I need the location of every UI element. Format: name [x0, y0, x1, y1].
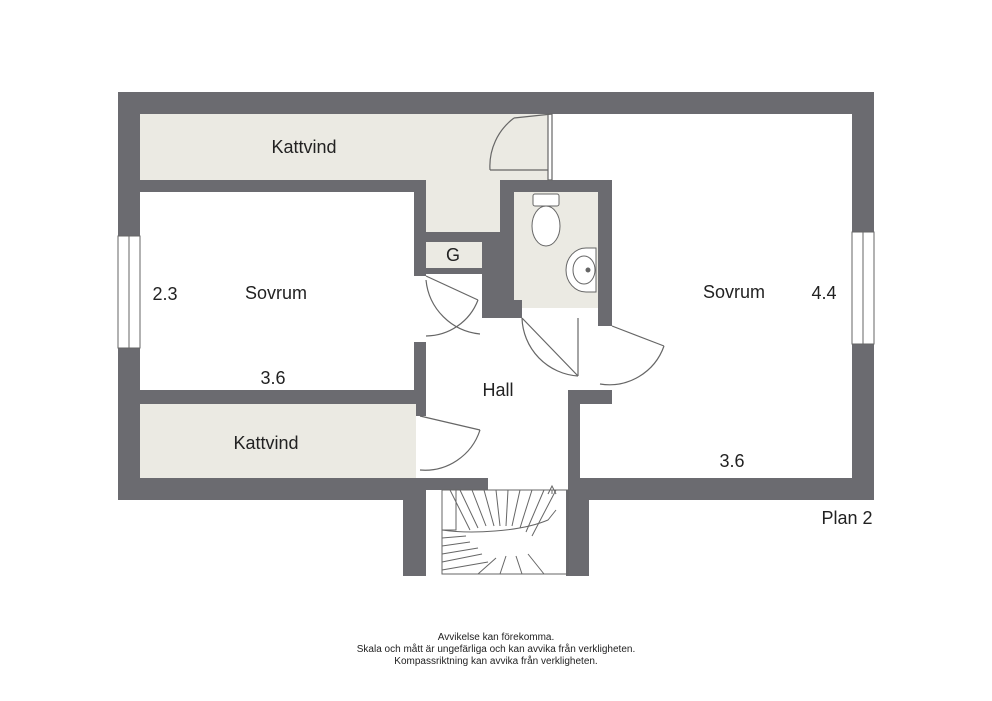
wall-attic-bedroom: [140, 180, 426, 192]
wall-bathroom-top: [500, 180, 612, 192]
room-label-kattvind-top: Kattvind: [271, 137, 337, 157]
dimension-left-bedroom-depth: 2.3: [152, 284, 178, 304]
wall-garderob-bath: [482, 242, 500, 318]
wall-hall-bottom: [418, 478, 488, 490]
disclaimer-line-3: Kompassriktning kan avvika från verkligh…: [394, 656, 598, 667]
room-label-sovrum-right: Sovrum: [702, 282, 766, 302]
dimension-right-bedroom-depth: 4.4: [811, 283, 837, 303]
stair-treads: [441, 484, 569, 575]
wall-right-bedroom-west-upper: [598, 318, 612, 326]
bathroom-fixtures: [531, 193, 597, 293]
dimension-left-bedroom-width: 3.6: [260, 368, 286, 388]
garderob-front: [426, 268, 482, 274]
garderob-area: [426, 242, 482, 268]
plan-name: Plan 2: [821, 508, 873, 528]
room-label-hall: Hall: [482, 380, 514, 400]
attic-top-corridor: [426, 180, 500, 232]
toilet-tank: [532, 193, 560, 207]
wall-bathroom-east: [598, 180, 612, 318]
disclaimer: Avvikelse kan förekomma. Skala och mått …: [0, 632, 992, 668]
wall-bedroom-east-upper: [414, 180, 426, 276]
wall-bedroom-attic: [140, 390, 426, 404]
disclaimer-line-1: Avvikelse kan förekomma.: [437, 632, 555, 643]
toilet-bowl: [531, 205, 561, 247]
wall-right-bedroom-west-lower: [568, 390, 580, 478]
room-label-sovrum-left: Sovrum: [244, 283, 308, 303]
wall-bathroom-west: [500, 180, 514, 318]
room-label-garderob: G: [445, 245, 461, 265]
stair-opening: [486, 478, 568, 490]
wall-garderob-top: [426, 232, 500, 242]
attic-bottom-area: [140, 404, 416, 478]
dimension-right-bedroom-width: 3.6: [719, 451, 745, 471]
attic-top-area: [140, 114, 550, 180]
stair-well: [426, 490, 566, 576]
disclaimer-line-2: Skala och mått är ungefärliga och kan av…: [356, 644, 636, 655]
room-label-kattvind-bottom: Kattvind: [233, 433, 299, 453]
wall-attic-bottom-stub: [416, 404, 420, 414]
doors: [419, 113, 665, 471]
